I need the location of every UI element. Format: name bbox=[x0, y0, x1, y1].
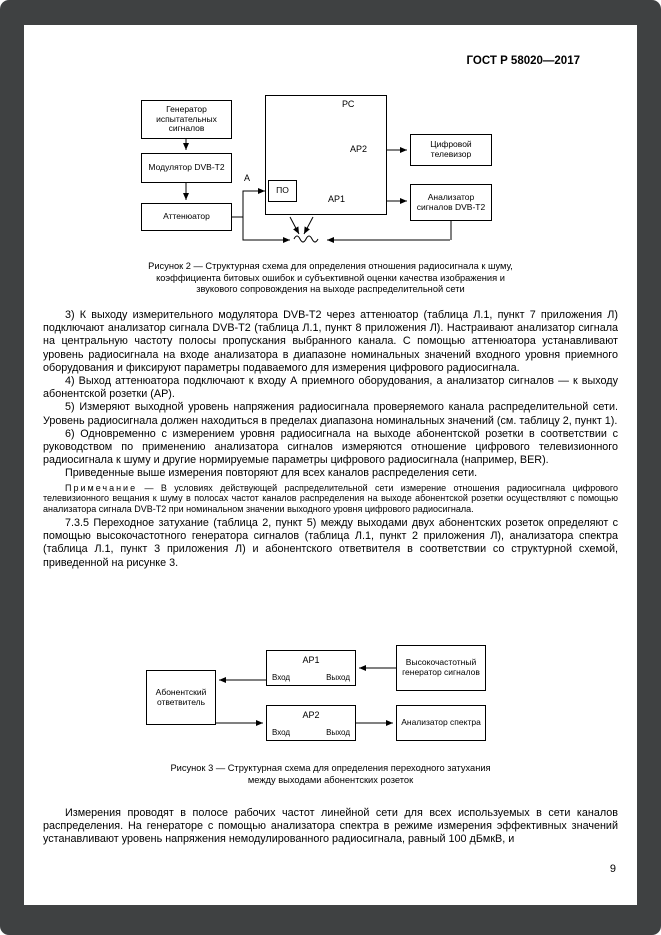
digital-tv-box: Цифровой телевизор bbox=[410, 134, 492, 166]
page-number: 9 bbox=[609, 863, 616, 875]
ar1-input-label: Вход bbox=[272, 672, 291, 682]
ar2-output-label: Выход bbox=[326, 727, 350, 737]
paragraph-4: 4) Выход аттенюатора подключают к входу … bbox=[43, 375, 618, 401]
attenuator-box: Аттенюатор bbox=[141, 203, 232, 231]
ar2-label: АР2 bbox=[302, 710, 320, 720]
paragraph-final: Измерения проводят в полосе рабочих част… bbox=[43, 807, 618, 846]
note-paragraph: Примечание — В условиях действующей расп… bbox=[43, 483, 618, 515]
spectrum-analyzer-box: Анализатор спектра bbox=[396, 705, 486, 741]
signal-analyzer-box: Анализатор сигналов DVB-T2 bbox=[410, 184, 492, 221]
generator-box: Генератор испытательных сигналов bbox=[141, 100, 232, 139]
hf-generator-box: Высокочастотный генератор сигналов bbox=[396, 645, 486, 691]
document-header: ГОСТ Р 58020—2017 bbox=[466, 55, 580, 67]
paragraph-repeat: Приведенные выше измерения повторяют для… bbox=[65, 467, 478, 480]
ap2-label: АР2 bbox=[350, 144, 368, 154]
figure3-diagram: Абонентский ответвитель АР1 Вход Выход В… bbox=[124, 640, 504, 755]
paragraph-6: 6) Одновременно с измерением уровня ради… bbox=[43, 427, 618, 467]
figure2-caption: Рисунок 2 — Структурная схема для опреде… bbox=[148, 261, 513, 294]
paragraph-3: 3) К выходу измерительного модулятора DV… bbox=[43, 309, 618, 374]
software-box: ПО bbox=[268, 180, 297, 202]
ar1-box: АР1 Вход Выход bbox=[266, 650, 356, 686]
pc-label: РС bbox=[342, 99, 355, 109]
ar1-label: АР1 bbox=[302, 655, 320, 665]
point-a-label: А bbox=[244, 173, 251, 183]
note-label: Примечание bbox=[65, 482, 138, 493]
figure3-caption: Рисунок 3 — Структурная схема для опреде… bbox=[170, 763, 491, 785]
modulator-box: Модулятор DVB-T2 bbox=[141, 153, 232, 183]
ar1-output-label: Выход bbox=[326, 672, 350, 682]
figure2-diagram: Генератор испытательных сигналов Модулят… bbox=[114, 70, 514, 255]
note-text: — В условиях действующей распределительн… bbox=[43, 482, 618, 515]
ap1-label: АР1 bbox=[328, 194, 346, 204]
document-page: ГОСТ Р 58020—2017 bbox=[24, 25, 637, 905]
figure3-wires bbox=[216, 665, 396, 726]
body-text-block-2: Измерения проводят в полосе рабочих част… bbox=[43, 807, 618, 847]
paragraph-7-3-5: 7.3.5 Переходное затухание (таблица 2, п… bbox=[43, 517, 618, 569]
paragraph-5: 5) Измеряют выходной уровень напряжения … bbox=[43, 401, 618, 427]
subscriber-tap-box: Абонентский ответвитель bbox=[146, 670, 216, 725]
figure2-wires bbox=[183, 139, 452, 243]
ar2-box: АР2 Вход Выход bbox=[266, 705, 356, 741]
ar2-input-label: Вход bbox=[272, 727, 291, 737]
body-text-block-1: 3) К выходу измерительного модулятора DV… bbox=[43, 309, 618, 570]
